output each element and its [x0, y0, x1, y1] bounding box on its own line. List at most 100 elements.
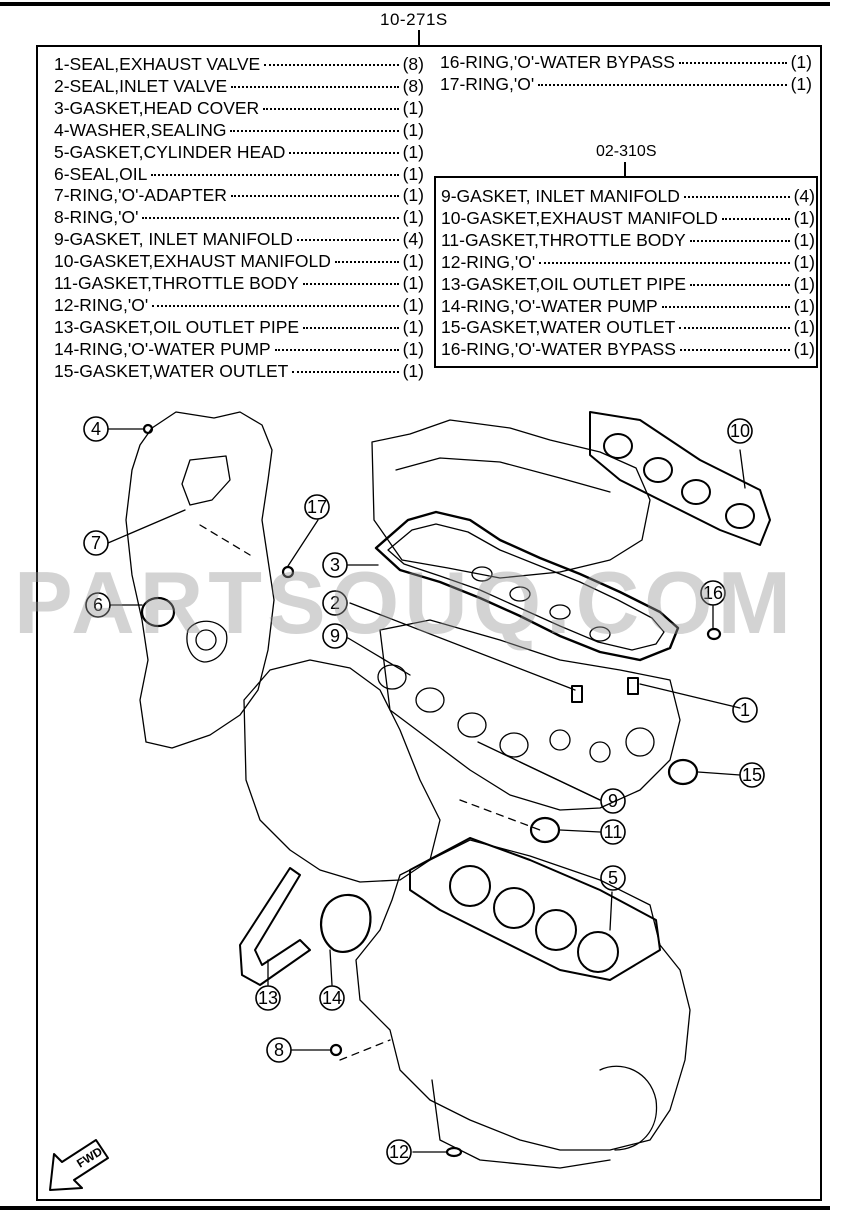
part-qty: (1): [402, 316, 424, 337]
part-name: 3-GASKET,HEAD COVER: [54, 97, 260, 118]
part-qty: (4): [402, 229, 424, 250]
leader-dots: [292, 370, 399, 373]
parts-list-item[interactable]: 13-GASKET,OIL OUTLET PIPE(1): [54, 317, 424, 339]
parts-list-item[interactable]: 10-GASKET,EXHAUST MANIFOLD (1): [441, 208, 815, 230]
leader-dots: [690, 283, 790, 286]
part-qty: (1): [793, 295, 815, 316]
kit-parts-list: 1-SEAL,EXHAUST VALVE(8) 2-SEAL,INLET VAL…: [54, 54, 424, 383]
parts-list-item[interactable]: 16-RING,'O'-WATER BYPASS(1): [441, 339, 815, 361]
parts-list-item[interactable]: 15-GASKET,WATER OUTLET(1): [54, 361, 424, 383]
callout-number: 3: [330, 555, 340, 575]
part-qty: (1): [402, 207, 424, 228]
part-qty: (1): [402, 338, 424, 359]
part-name: 9-GASKET, INLET MANIFOLD: [54, 229, 293, 250]
part-name: 15-GASKET,WATER OUTLET: [54, 360, 289, 381]
leader-dots: [151, 173, 399, 176]
parts-list-item[interactable]: 17-RING,'O'(1): [440, 74, 812, 96]
callout-9: 9: [322, 623, 348, 649]
part-name: 5-GASKET,CYLINDER HEAD: [54, 141, 286, 162]
part-qty: (1): [790, 52, 812, 72]
parts-list-item[interactable]: 5-GASKET,CYLINDER HEAD(1): [54, 142, 424, 164]
part-name: 10-GASKET,EXHAUST MANIFOLD: [54, 251, 331, 272]
part-qty: (1): [402, 294, 424, 315]
intake-manifold-outline: [243, 659, 529, 883]
parts-list-item[interactable]: 4-WASHER,SEALING (1): [54, 120, 424, 142]
part-qty: (1): [402, 273, 424, 294]
parts-list-item[interactable]: 7-RING,'O'-ADAPTER(1): [54, 185, 424, 207]
part-name: 4-WASHER,SEALING: [54, 119, 227, 140]
part-qty: (1): [790, 73, 812, 94]
part-name: 14-RING,'O'-WATER PUMP: [441, 295, 658, 316]
leader-dots: [230, 195, 399, 198]
parts-list-item[interactable]: 6-SEAL,OIL(1): [54, 164, 424, 186]
part-name: 7-RING,'O'-ADAPTER: [54, 185, 227, 206]
valve-seal: [571, 677, 639, 703]
parts-list-item[interactable]: 14-RING,'O'-WATER PUMP(1): [54, 339, 424, 361]
leader-dots: [303, 326, 399, 329]
callout-14: 14: [319, 985, 345, 1011]
subkit-code-leader: [624, 162, 626, 178]
callout-11: 11: [600, 819, 626, 845]
part-name: 16-RING,'O'-WATER BYPASS: [440, 52, 675, 72]
part-qty: (1): [793, 229, 815, 250]
top-rule: [0, 2, 830, 6]
parts-list-item[interactable]: 16-RING,'O'-WATER BYPASS (1): [440, 52, 812, 74]
parts-list-item[interactable]: 1-SEAL,EXHAUST VALVE(8): [54, 54, 424, 76]
leader-dots: [678, 62, 787, 64]
callout-number: 14: [322, 988, 342, 1008]
leader-dots: [679, 349, 790, 352]
callout-number: 15: [742, 765, 762, 785]
parts-list-item[interactable]: 13-GASKET,OIL OUTLET PIPE(1): [441, 274, 815, 296]
head-cover-gasket: [374, 510, 680, 662]
callout-2: 2: [322, 590, 348, 616]
parts-list-item[interactable]: 8-RING,'O'(1): [54, 207, 424, 229]
parts-list-item[interactable]: 11-GASKET,THROTTLE BODY(1): [441, 230, 815, 252]
leader-dots: [689, 239, 790, 242]
leader-dots: [538, 83, 787, 86]
callout-6: 6: [85, 592, 111, 618]
callout-12: 12: [386, 1139, 412, 1165]
parts-list-item[interactable]: 2-SEAL,INLET VALVE(8): [54, 76, 424, 98]
callout-1: 1: [732, 697, 758, 723]
parts-list-item[interactable]: 12-RING,'O'(1): [441, 252, 815, 274]
parts-list-item[interactable]: 12-RING,'O'(1): [54, 295, 424, 317]
leader-dots: [721, 217, 790, 220]
parts-list-item[interactable]: 11-GASKET,THROTTLE BODY(1): [54, 273, 424, 295]
callout-number: 13: [258, 988, 278, 1008]
part-name: 12-RING,'O': [441, 251, 536, 272]
leader-dots: [264, 64, 399, 66]
diagram-frame: [36, 45, 822, 1201]
kit-parts-list-right: 16-RING,'O'-WATER BYPASS (1) 17-RING,'O'(…: [440, 52, 812, 96]
leader-dots: [539, 261, 790, 264]
leader-dots: [302, 283, 399, 286]
leader-dots: [679, 327, 790, 330]
kit-code-leader: [418, 30, 420, 46]
part-qty: (1): [402, 119, 424, 140]
callout-number: 6: [93, 595, 103, 615]
parts-list-item[interactable]: 9-GASKET, INLET MANIFOLD(4): [441, 186, 815, 208]
parts-list-item[interactable]: 10-GASKET,EXHAUST MANIFOLD(1): [54, 251, 424, 273]
leader-dots: [152, 304, 399, 307]
callout-3: 3: [322, 552, 348, 578]
part-qty: (1): [793, 207, 815, 228]
spark-plug-seal: [471, 566, 493, 582]
part-name: 16-RING,'O'-WATER BYPASS: [441, 339, 676, 360]
parts-list-item[interactable]: 3-GASKET,HEAD COVER (1): [54, 98, 424, 120]
oil-outlet-pipe-gasket: [239, 867, 311, 986]
callout-13: 13: [255, 985, 281, 1011]
leader-dots: [661, 305, 790, 308]
part-qty: (4): [793, 186, 815, 206]
leader-dots: [274, 348, 399, 351]
part-qty: (1): [402, 97, 424, 118]
head-cover-gasket-inner: [387, 523, 665, 651]
callout-15: 15: [739, 762, 765, 788]
callout-number: 1: [740, 700, 750, 720]
part-qty: (1): [793, 317, 815, 338]
parts-list-item[interactable]: 9-GASKET, INLET MANIFOLD (4): [54, 229, 424, 251]
bottom-rule: [0, 1206, 830, 1210]
parts-list-item[interactable]: 15-GASKET,WATER OUTLET(1): [441, 317, 815, 339]
part-name: 1-SEAL,EXHAUST VALVE: [54, 54, 261, 74]
part-name: 10-GASKET,EXHAUST MANIFOLD: [441, 207, 718, 228]
parts-list-item[interactable]: 14-RING,'O'-WATER PUMP (1): [441, 296, 815, 318]
leader-dots: [231, 85, 399, 88]
